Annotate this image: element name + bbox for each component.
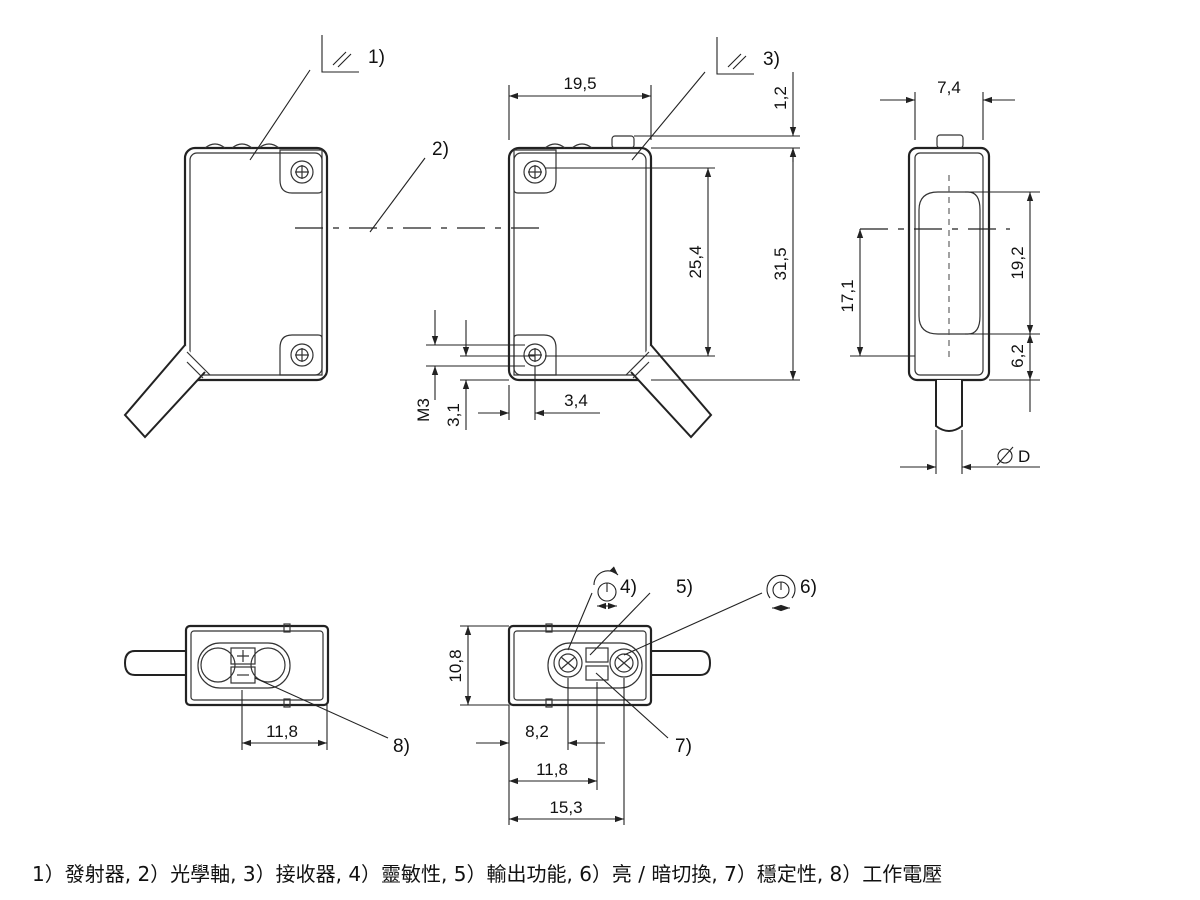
mounting-hole-bottom [279,334,323,376]
callout-8: 8) [393,736,410,757]
dim-pot-spacing: 11,8 [536,760,568,779]
dim-total-height: 31,5 [771,247,790,280]
callout-6: 6) [800,577,817,598]
mounting-hole-top [279,149,323,194]
diameter-icon [996,446,1014,466]
receiver-bottom-view: 10,8 8,2 11,8 15,3 4) 5) [446,566,817,825]
dim-side-width: 7,4 [937,78,961,97]
dim-cable-diameter: D [1018,447,1030,466]
dim-lens-bottom: 6,2 [1008,344,1027,368]
mounting-hole-top-receiver [513,149,557,194]
dim-pot-offset: 8,2 [525,722,549,741]
callout-7: 7) [675,736,692,757]
callout-4: 4) [620,577,637,598]
dim-top-offset: 1,2 [771,86,790,110]
dim-front-width: 19,5 [563,74,596,93]
light-dark-icon [766,574,796,612]
dim-axis-height: 17,1 [838,279,857,312]
emitter-bottom-view: 11,8 8) [123,623,410,757]
receiver-front-view: 3) 19,5 1,2 25,4 31,5 M3 3,1 [414,37,800,439]
callout-3: 3) [763,49,780,70]
dim-bottom-width: 15,3 [549,798,582,817]
light-dark-switch [609,648,639,678]
dim-hole-offset-y: 3,1 [444,403,463,427]
callout-5: 5) [676,577,693,598]
dim-bottom-height: 10,8 [446,649,465,682]
legend-caption: 1）發射器, 2）光學軸, 3）接收器, 4）靈敏性, 5）輸出功能, 6）亮 … [32,862,943,886]
side-view: 7,4 19,2 6,2 17,1 D [838,78,1040,474]
dim-lens-height: 19,2 [1008,246,1027,279]
dim-bottom-left-width: 11,8 [266,722,298,741]
sensitivity-potentiometer [553,648,583,678]
dim-hole-spacing: 25,4 [686,245,705,278]
callout-2: 2) [432,139,449,160]
callout-1: 1) [368,47,385,68]
emitter-front-view: 1) 2) [123,35,548,439]
sensitivity-icon [593,566,619,610]
dim-hole-offset-x: 3,4 [564,391,588,410]
dim-thread: M3 [414,398,433,422]
